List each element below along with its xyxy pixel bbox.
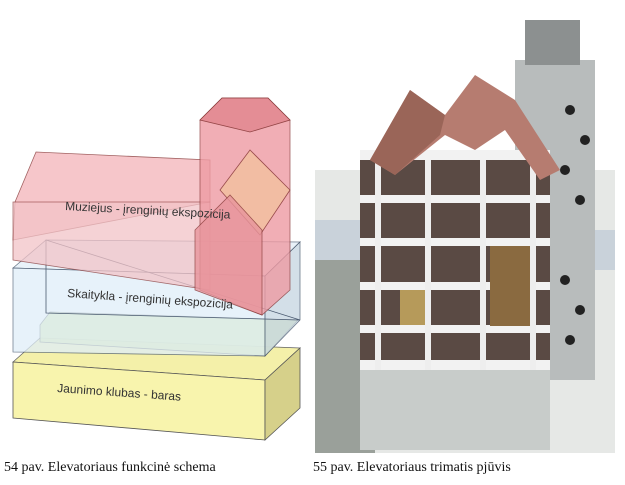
museum-volume (12, 97, 291, 316)
building-section (360, 150, 550, 450)
top-structure (525, 20, 580, 65)
building-section-render (315, 20, 615, 453)
caption-right: 55 pav. Elevatoriaus trimatis pjūvis (313, 460, 511, 475)
roof (370, 75, 560, 180)
caption-left: 54 pav. Elevatoriaus funkcinė schema (4, 460, 216, 475)
functional-schema-diagram: Muziejus - įrenginių ekspozicija Skaityk… (11, 97, 301, 441)
